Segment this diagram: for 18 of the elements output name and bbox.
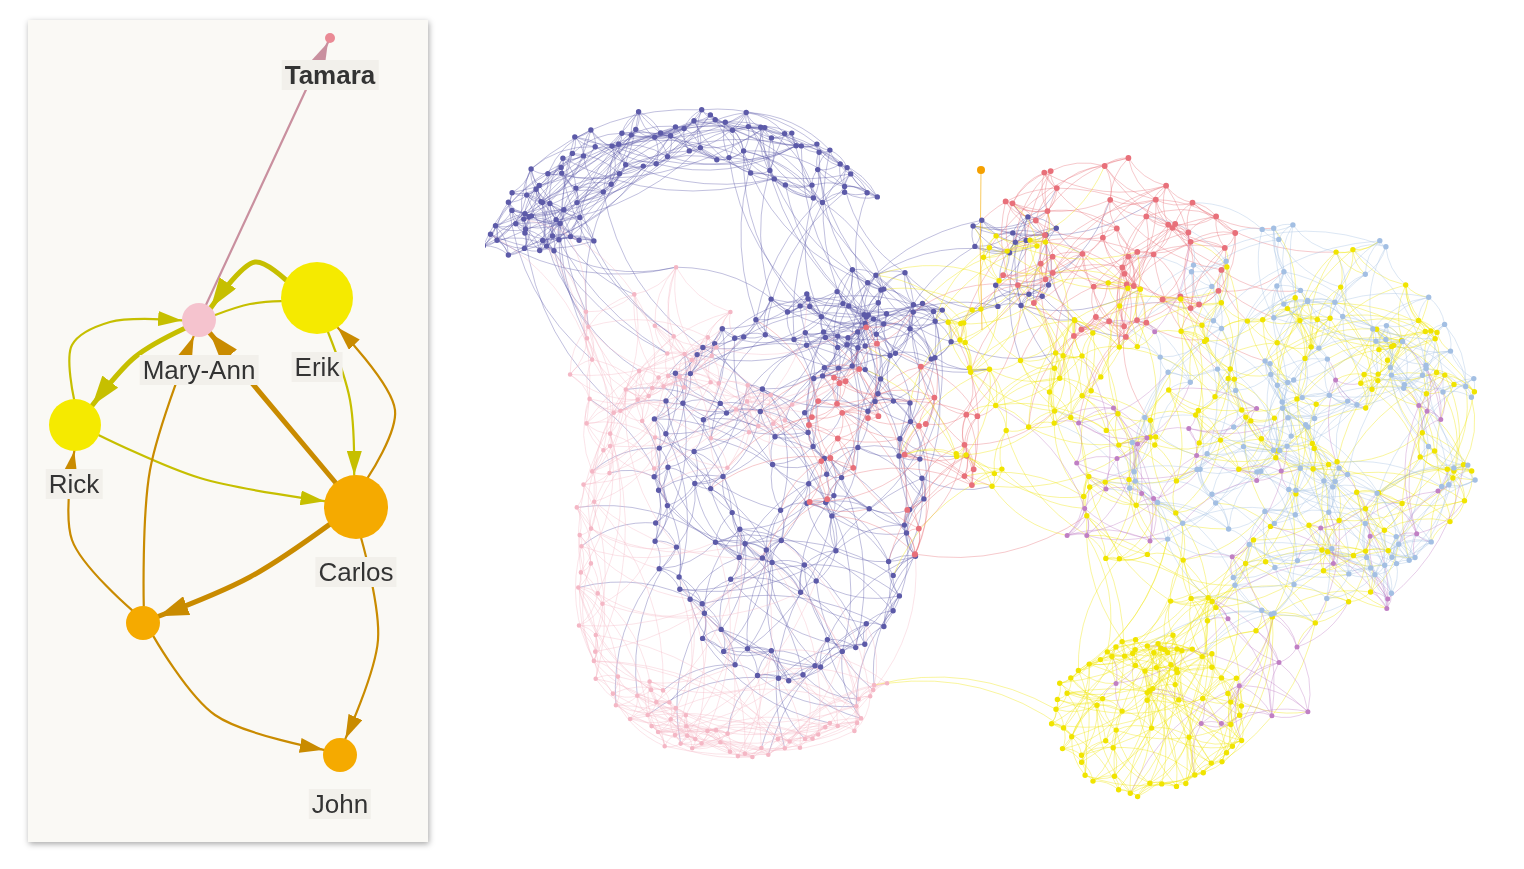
node-label: Mary-Ann bbox=[139, 355, 259, 385]
arrow bbox=[142, 335, 196, 608]
node-label: Erik bbox=[291, 352, 343, 382]
arrow bbox=[205, 41, 329, 306]
graph-node bbox=[126, 606, 160, 640]
arrow bbox=[152, 635, 325, 755]
node-label: Rick bbox=[45, 469, 103, 499]
arrow bbox=[336, 326, 397, 479]
arrow bbox=[156, 522, 332, 619]
arrow bbox=[89, 326, 187, 408]
node-label: Carlos bbox=[315, 557, 397, 587]
node-label: John bbox=[308, 789, 372, 819]
arrow bbox=[68, 311, 184, 401]
arrow bbox=[97, 434, 326, 507]
connector-line bbox=[214, 300, 283, 316]
arrow bbox=[326, 331, 362, 477]
node-label: Tamara bbox=[281, 60, 379, 90]
arrow bbox=[208, 259, 289, 311]
